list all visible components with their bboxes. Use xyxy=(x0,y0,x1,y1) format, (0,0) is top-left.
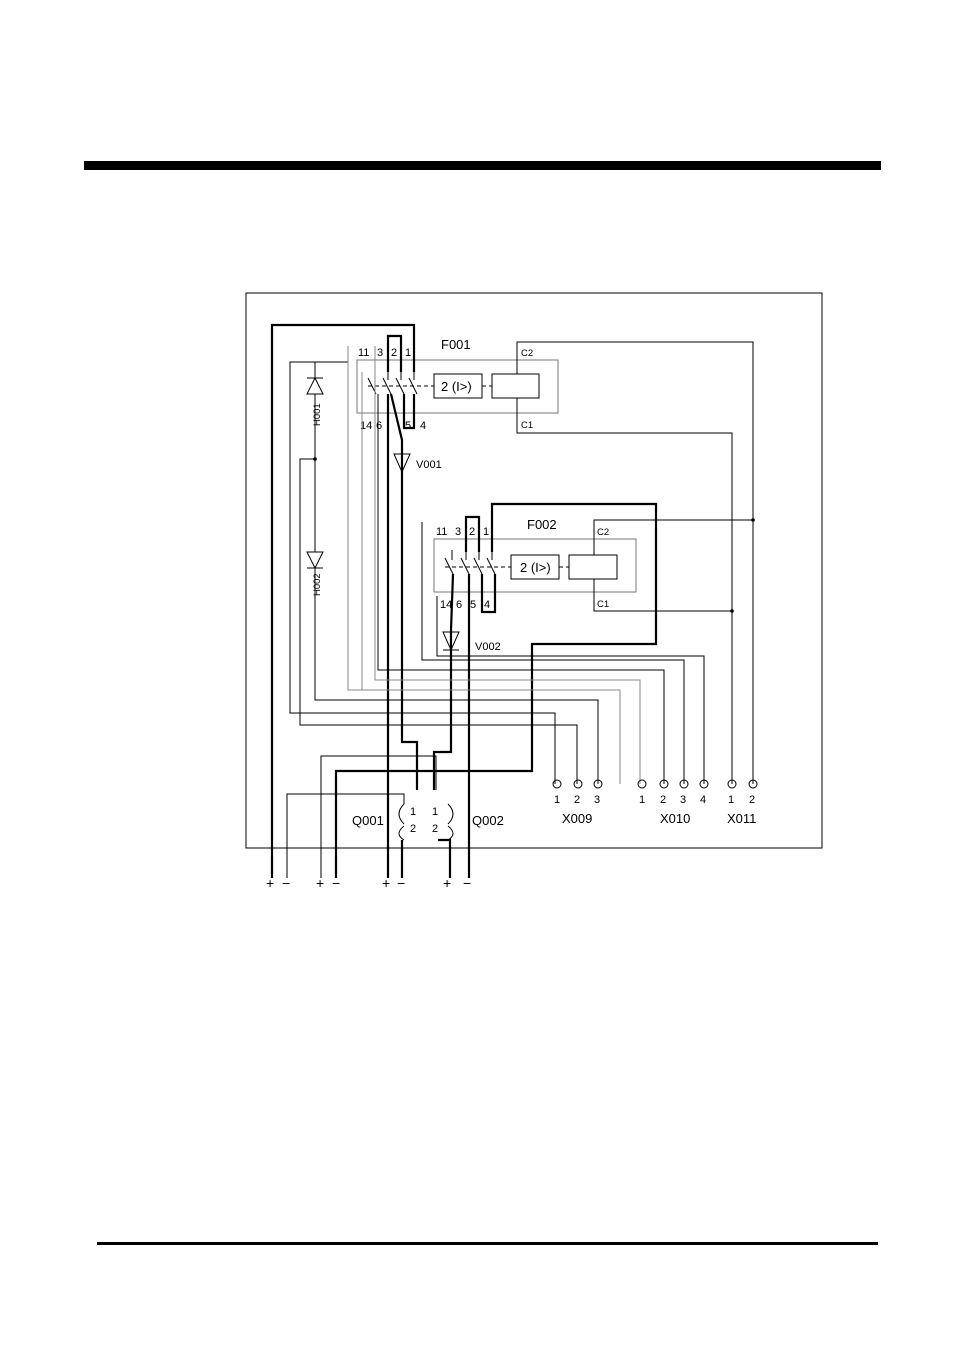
v002-label: V002 xyxy=(475,641,501,653)
led-h002: H002 xyxy=(300,457,598,784)
q001-pin1: 1 xyxy=(410,806,416,818)
f002-terminal-4: 4 xyxy=(484,599,490,611)
supply-sign-3: + xyxy=(316,875,324,891)
terminal-block-x009: 1 2 3 X009 xyxy=(553,780,602,826)
f001-terminal-1: 1 xyxy=(405,347,411,359)
f001-coil-c2: C2 xyxy=(521,348,533,359)
supply-sign-6: − xyxy=(397,875,405,891)
x010-pin-2: 2 xyxy=(660,794,666,806)
f001-release-label: 2 (I>) xyxy=(441,379,472,394)
f002-release-label: 2 (I>) xyxy=(520,560,551,575)
x011-label: X011 xyxy=(727,811,756,826)
supply-sign-2: − xyxy=(282,875,290,891)
h002-label: H002 xyxy=(312,573,323,596)
f002-terminal-3: 3 xyxy=(455,526,461,538)
x010-label: X010 xyxy=(660,811,690,826)
x009-pin-2: 2 xyxy=(574,794,580,806)
f002-terminal-1: 1 xyxy=(483,526,489,538)
f002-label: F002 xyxy=(527,517,557,532)
x011-pin-2: 2 xyxy=(749,794,755,806)
f001-terminal-3: 3 xyxy=(377,347,383,359)
f002-terminal-5: 5 xyxy=(470,599,476,611)
f002-coil-box xyxy=(569,555,617,579)
q002-pin2: 2 xyxy=(432,823,438,835)
q002-label: Q002 xyxy=(472,813,504,828)
f002-terminal-6: 6 xyxy=(456,599,462,611)
f002-terminal-11: 11 xyxy=(436,526,447,538)
f002-coil-c1: C1 xyxy=(597,599,609,610)
supply-sign-7: + xyxy=(443,875,451,891)
x009-pin-3: 3 xyxy=(594,794,600,806)
supply-sign-1: + xyxy=(266,875,274,891)
f001-terminal-5: 5 xyxy=(405,420,411,432)
x009-pin-1: 1 xyxy=(554,794,560,806)
q002-pin1: 1 xyxy=(432,806,438,818)
supply-sign-4: − xyxy=(332,875,340,891)
footer-rule xyxy=(97,1242,878,1245)
f001-terminal-6: 6 xyxy=(376,420,382,432)
terminal-block-x011: 1 2 X011 xyxy=(727,780,757,826)
f001-terminal-11: 11 xyxy=(358,347,369,359)
supply-sign-5: + xyxy=(382,875,390,891)
f002-terminal-2: 2 xyxy=(469,526,475,538)
f001-coil-c1: C1 xyxy=(521,420,533,431)
switch-q001: 1 2 Q001 xyxy=(352,804,416,840)
f001-label: F001 xyxy=(441,337,471,352)
f001-terminal-4: 4 xyxy=(420,420,426,432)
q001-pin2: 2 xyxy=(410,823,416,835)
x010-pin-1: 1 xyxy=(639,794,645,806)
supply-sign-8: − xyxy=(463,875,471,891)
x011-pin-1: 1 xyxy=(728,794,734,806)
h001-label: H001 xyxy=(312,403,323,426)
f001-coil-box xyxy=(492,374,539,398)
v001-label: V001 xyxy=(416,459,442,471)
x009-label: X009 xyxy=(562,811,592,826)
f001-terminal-2: 2 xyxy=(391,347,397,359)
breaker-f002: 11 3 2 1 14 6 5 4 F002 2 (I>) C2 C1 xyxy=(434,517,636,611)
f002-coil-c2: C2 xyxy=(597,527,609,538)
x010-pin-4: 4 xyxy=(700,794,706,806)
supply-signs: + − + − + − + − xyxy=(266,875,471,891)
q001-label: Q001 xyxy=(352,813,384,828)
signal-wiring xyxy=(348,342,755,784)
f002-terminal-14: 14 xyxy=(440,599,452,611)
x010-pin-3: 3 xyxy=(680,794,686,806)
terminal-block-x010: 1 2 3 4 X010 xyxy=(638,780,708,826)
